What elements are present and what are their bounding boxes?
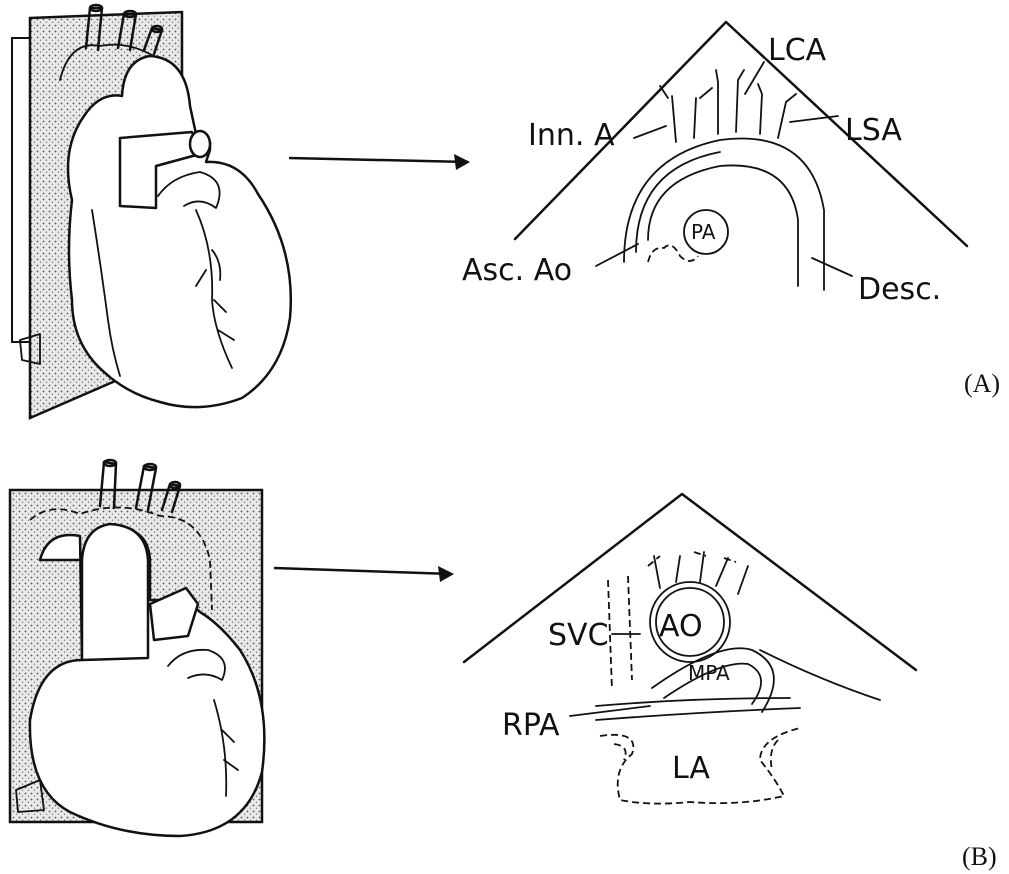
label-mpa: MPA <box>688 661 730 685</box>
svc-wall-left <box>608 580 612 690</box>
leader-lca <box>745 62 764 94</box>
aorta-b <box>82 524 148 660</box>
arrow-b-shaft <box>274 568 452 574</box>
heart-sketch-b <box>10 460 264 836</box>
branch-lca <box>716 70 744 134</box>
arrow-b-head <box>438 566 454 582</box>
svc-wall-right <box>628 576 632 680</box>
arch-inner-wall <box>648 165 798 286</box>
rpa-wall-top <box>596 698 790 706</box>
right-structure <box>760 650 880 700</box>
label-rpa: RPA <box>502 708 560 743</box>
label-lsa: LSA <box>845 113 902 148</box>
panel-b-tag: (B) <box>962 842 997 871</box>
leader-rpa <box>570 706 650 716</box>
echo-sector-b: AO SVC MPA RPA LA <box>464 494 916 804</box>
branch-inn-a <box>660 86 712 142</box>
leader-asc-ao <box>596 244 638 266</box>
leader-inn-a <box>634 126 666 138</box>
echo-sector-a: LCA LSA Inn. A Asc. Ao PA Desc. <box>462 22 967 307</box>
arrow-a-shaft <box>289 158 468 162</box>
label-desc: Desc. <box>858 272 941 307</box>
leader-desc <box>812 258 852 276</box>
label-lca: LCA <box>768 33 827 68</box>
label-svc: SVC <box>548 618 609 653</box>
heart-body-a <box>68 56 291 407</box>
ao-branch-tips <box>648 552 736 566</box>
panel-b: AO SVC MPA RPA LA (B) <box>10 460 997 871</box>
label-la: LA <box>672 751 710 786</box>
label-inn-a: Inn. A <box>528 118 615 153</box>
arch-outer-wall <box>624 138 824 290</box>
branch-lsa <box>758 84 796 138</box>
label-asc-ao: Asc. Ao <box>462 253 572 288</box>
label-pa: PA <box>691 220 716 244</box>
pulmonary-trunk-end-a <box>190 131 210 157</box>
panel-a: LCA LSA Inn. A Asc. Ao PA Desc. (A) <box>12 5 1000 418</box>
panel-a-tag: (A) <box>964 369 1000 398</box>
arrow-a-head <box>454 154 470 170</box>
heart-sketch-a <box>12 5 291 418</box>
label-ao: AO <box>659 609 703 644</box>
